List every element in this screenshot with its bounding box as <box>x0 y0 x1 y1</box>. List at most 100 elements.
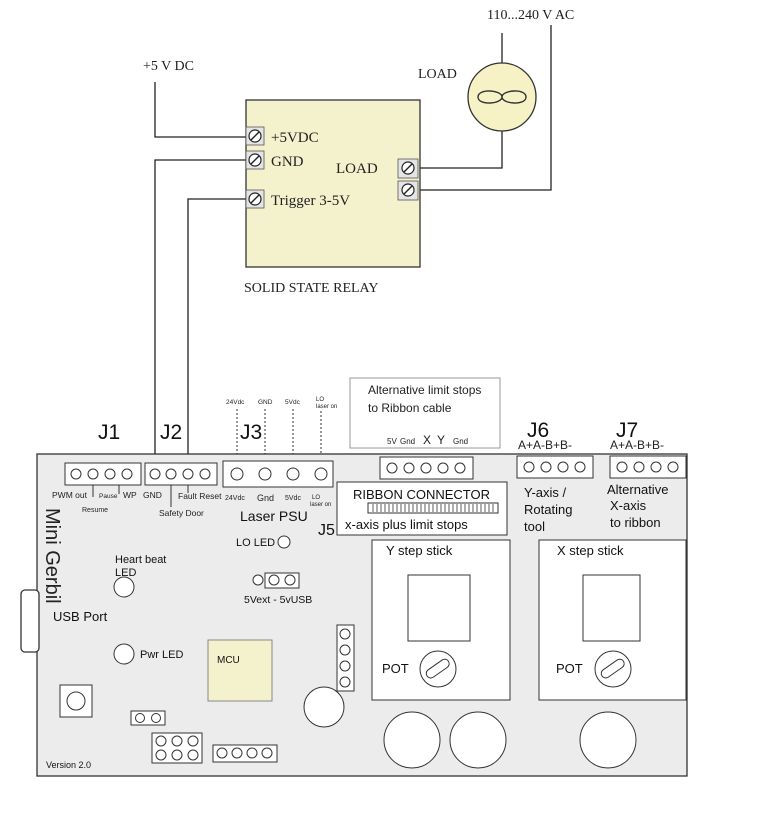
j3-top-gnd: GND <box>258 399 273 406</box>
wire-ac-line <box>418 25 552 191</box>
j3-top-lo: LO <box>316 397 324 403</box>
j3-bottom-lo: LO <box>312 495 320 501</box>
relay-load-label: LOAD <box>336 161 378 177</box>
lamp-filament <box>477 90 527 104</box>
j1-wp: WP <box>123 490 137 500</box>
j3-top-24v: 24Vdc <box>226 399 245 406</box>
pcb-board: USB Port Mini Gerbil PWM out Resume Paus… <box>20 453 688 777</box>
j1-label: J1 <box>98 421 120 444</box>
j4-pin-gnd2: Gnd <box>453 437 468 446</box>
j7-desc-1: Alternative <box>607 482 668 497</box>
capacitor-left <box>303 686 345 728</box>
wire-ac-neutral <box>418 128 503 169</box>
heartbeat-led-label-1: Heart beat <box>115 554 166 566</box>
lo-led <box>277 535 291 549</box>
relay-terminal-5v <box>245 126 265 146</box>
j2-label: J2 <box>160 421 182 444</box>
j1-resume: Resume <box>82 507 108 514</box>
j3-top-laser-on: laser on <box>316 404 337 410</box>
j7-pins-label: A+A-B+B- <box>610 438 664 452</box>
capacitor-2 <box>449 711 507 769</box>
jumper-5v: 5Vext - 5vUSB <box>244 572 312 606</box>
lamp-label: LOAD <box>418 67 457 82</box>
relay-pin-trigger-label: Trigger 3-5V <box>271 193 350 209</box>
alt-limit-line-1: Alternative limit stops <box>368 383 481 397</box>
alt-limit-line-2: to Ribbon cable <box>368 401 452 415</box>
j3-label: J3 <box>240 421 262 444</box>
j4-pin-gnd1: Gnd <box>400 437 415 446</box>
j3-bottom-24v: 24Vdc <box>225 495 245 502</box>
ribbon-subtitle: x-axis plus limit stops <box>345 517 468 532</box>
board-name: Mini Gerbil <box>41 508 63 604</box>
capacitor-1 <box>383 711 441 769</box>
j2-gnd: GND <box>143 490 162 500</box>
j1-connector: PWM out Resume Pause WP <box>52 462 142 514</box>
j3-connector: 24Vdc Gnd 5Vdc LO laser on Laser PSU <box>222 460 334 524</box>
header-4pin-bottom <box>212 744 278 763</box>
laser-psu-label: Laser PSU <box>240 508 308 524</box>
j1-pause: Pause <box>99 493 118 500</box>
usb-port-label: USB Port <box>53 609 108 624</box>
lamp-load: LOAD <box>418 62 537 132</box>
x-step-stick-label: X step stick <box>557 543 624 558</box>
x-step-stick: X step stick POT <box>538 539 687 701</box>
relay-pin-5v-label: +5VDC <box>271 130 319 146</box>
wire-gnd <box>154 159 248 470</box>
y-step-stick: Y step stick POT <box>371 539 511 701</box>
j2-connector: GND Fault Reset Safety Door <box>143 462 222 518</box>
j3-bottom-laser-on: laser on <box>310 502 331 508</box>
dc-supply-label: +5 V DC <box>143 59 194 74</box>
j6-connector: Y-axis / Rotating tool <box>516 455 594 534</box>
relay-terminal-load-2 <box>397 180 419 201</box>
header-2x3 <box>151 732 203 764</box>
mcu-chip <box>207 639 273 702</box>
j6-label: J6 <box>527 419 549 442</box>
j4-pin-y: Y <box>437 433 445 447</box>
j3-top-labels: 24Vdc GND 5Vdc LO laser on <box>226 397 337 462</box>
solid-state-relay: +5VDC GND Trigger 3-5V LOAD SOLID STATE … <box>244 99 421 296</box>
j7-desc-2: X-axis <box>610 498 647 513</box>
j5-ribbon-connector: RIBBON CONNECTOR x-axis plus <box>336 481 508 536</box>
header-2pin <box>130 710 166 726</box>
j6-pins-label: A+A-B+B- <box>518 438 572 452</box>
mcu-label: MCU <box>217 655 240 666</box>
relay-title: SOLID STATE RELAY <box>244 281 378 296</box>
relay-terminal-trigger <box>245 189 265 209</box>
j6-desc-1: Y-axis / <box>524 485 567 500</box>
j1-pwm-out: PWM out <box>52 490 88 500</box>
pwr-led <box>113 643 135 665</box>
heartbeat-led <box>113 576 135 598</box>
ribbon-title: RIBBON CONNECTOR <box>353 487 490 502</box>
pwr-led-label: Pwr LED <box>140 649 183 661</box>
j7-desc-3: to ribbon <box>610 515 661 530</box>
relay-terminal-gnd <box>245 150 265 170</box>
board-version: Version 2.0 <box>46 760 91 770</box>
wires <box>154 25 552 470</box>
x-pot-label: POT <box>556 661 583 676</box>
j3-top-5v: 5Vdc <box>285 399 301 406</box>
j3-bottom-5v: 5Vdc <box>285 495 301 502</box>
relay-pin-gnd-label: GND <box>271 154 304 170</box>
j2-fault-reset: Fault Reset <box>178 491 222 501</box>
heartbeat-led-label-2: LED <box>115 567 136 579</box>
wire-trigger <box>187 198 248 470</box>
j3-bottom-gnd: Gnd <box>257 493 274 503</box>
j4-pin-5v: 5V <box>387 437 397 446</box>
y-pot-label: POT <box>382 661 409 676</box>
j4-connector <box>379 456 474 480</box>
j6-desc-2: Rotating <box>524 502 572 517</box>
y-step-stick-label: Y step stick <box>386 543 453 558</box>
wire-5vdc <box>154 82 248 138</box>
j7-connector: Alternative X-axis to ribbon <box>607 455 687 530</box>
alt-limit-note: Alternative limit stops to Ribbon cable … <box>349 377 501 449</box>
reset-button-cap <box>66 691 86 711</box>
relay-body <box>245 99 421 268</box>
j7-label: J7 <box>616 419 638 442</box>
j4-pin-x: X <box>423 433 431 447</box>
j2-safety-door: Safety Door <box>159 508 204 518</box>
jumper-5v-label: 5Vext - 5vUSB <box>244 594 312 606</box>
j5-label: J5 <box>318 522 335 539</box>
header-4pin-vertical <box>336 624 355 692</box>
x-driver-chip <box>582 574 641 642</box>
